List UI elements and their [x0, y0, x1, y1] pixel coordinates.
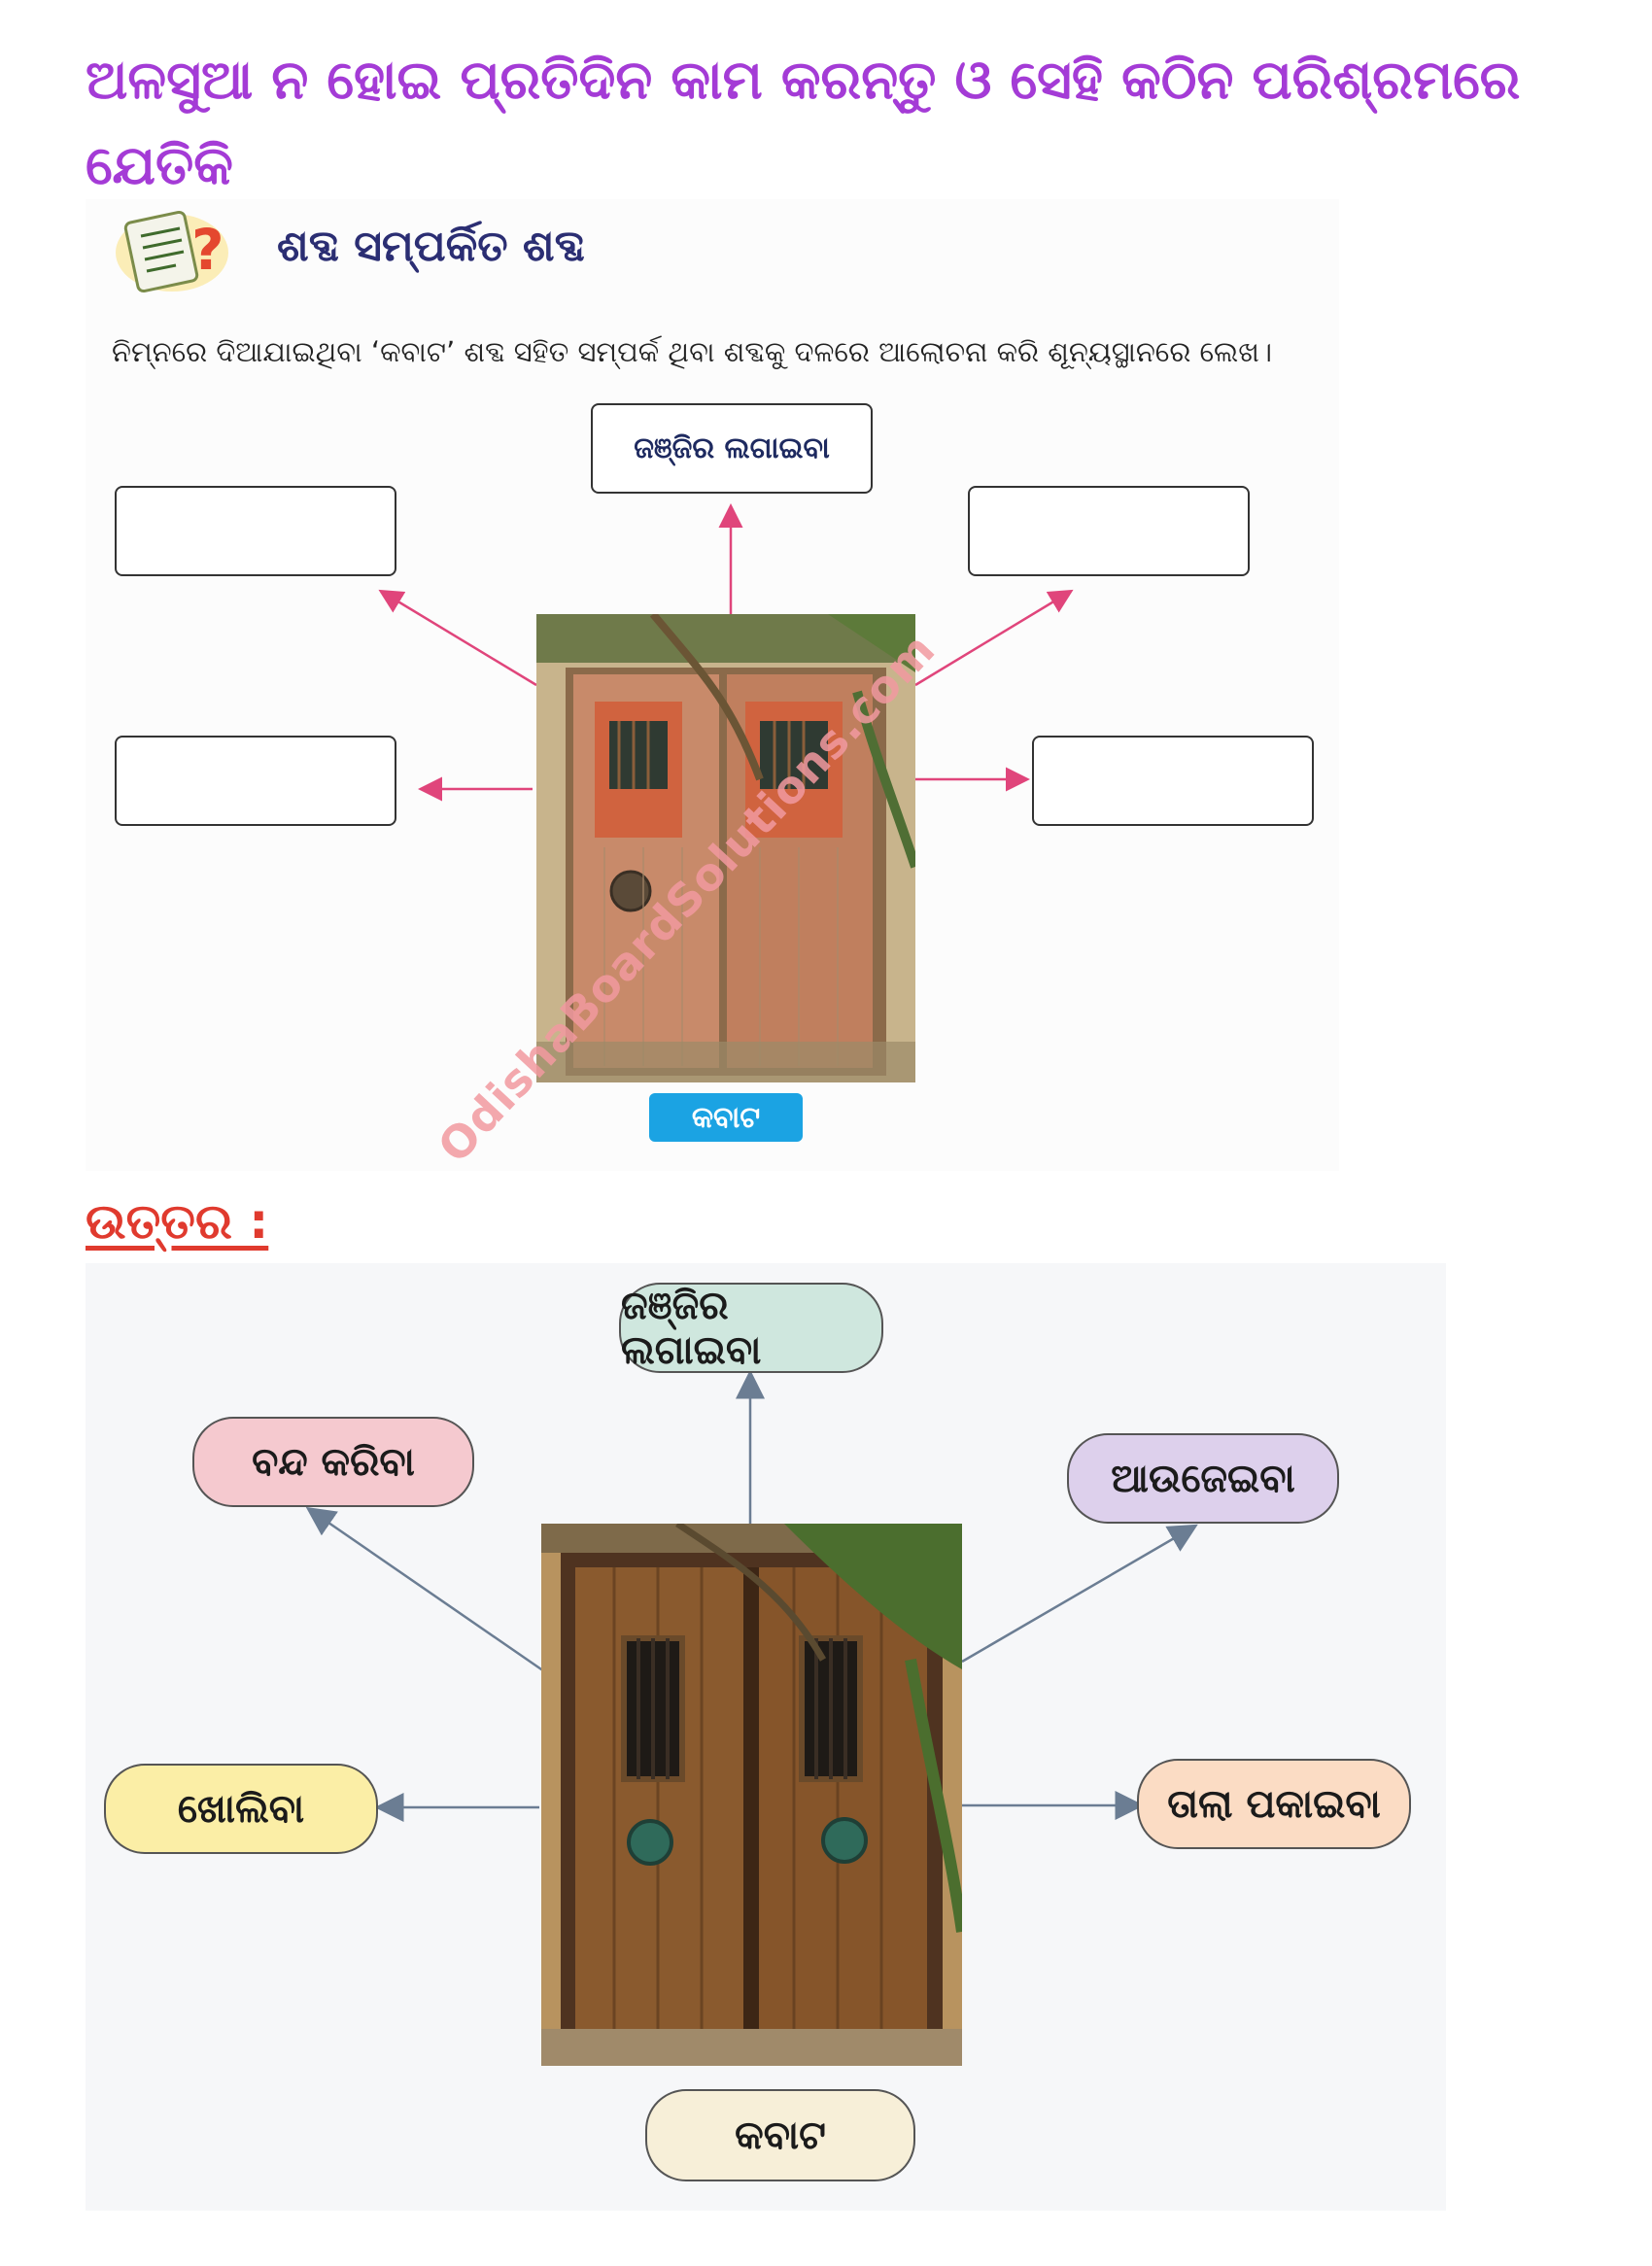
proverb-line-1: ଅଳସୁଆ ନ ହୋଇ ପ୍ରତିଦିନ କାମ କରନ୍ତୁ ଓ ସେହି କ…	[86, 49, 1521, 196]
answer-door-text: କବାଟ	[735, 2112, 826, 2158]
answer-upper-left-text: ବନ୍ଦ କରିବା	[252, 1439, 415, 1485]
svg-text:?: ?	[191, 217, 224, 283]
answer-pill-door: କବାଟ	[645, 2089, 915, 2181]
arrow-to-upper-right-box	[914, 589, 1074, 687]
top-word-text: ଜଞ୍ଜିର ଲଗାଇବା	[634, 431, 830, 465]
top-word-box: ଜଞ୍ଜିର ଲଗାଇବା	[591, 403, 873, 494]
door-photo-weathered	[536, 614, 915, 1082]
answer-pill-right: ତାଲା ପକାଇବା	[1137, 1759, 1411, 1849]
section-title: ଶବ୍ଦ ସମ୍ପର୍କିତ ଶବ୍ଦ	[277, 222, 585, 271]
blank-box-right[interactable]	[1032, 736, 1314, 826]
door-photo-wooden	[541, 1524, 962, 2066]
blank-box-left[interactable]	[115, 736, 396, 826]
answer-heading: ଉତ୍ତର :	[86, 1193, 269, 1250]
arrow-to-upper-right-pill	[961, 1524, 1198, 1664]
answer-pill-left: ଖୋଲିବା	[104, 1764, 378, 1854]
question-arrows	[378, 503, 1074, 802]
answer-upper-right-text: ଆଉଜେଇବା	[1111, 1456, 1295, 1501]
blank-box-upper-left[interactable]	[115, 486, 396, 576]
blank-box-upper-right[interactable]	[968, 486, 1250, 576]
quiz-scroll-icon: ?	[116, 210, 228, 293]
answer-left-text: ଖୋଲିବା	[177, 1786, 305, 1832]
answer-pill-top: ଜଞ୍ଜିର ଲଗାଇବା	[619, 1283, 883, 1373]
arrow-to-upper-left-pill	[305, 1506, 545, 1673]
arrow-to-upper-left-box	[378, 589, 537, 687]
answer-pill-upper-right: ଆଉଜେଇବା	[1067, 1433, 1339, 1524]
answer-pill-upper-left: ବନ୍ଦ କରିବା	[192, 1417, 474, 1507]
question-door-label: କବାଟ	[649, 1093, 803, 1142]
answer-right-text: ତାଲା ପକାଇବା	[1167, 1781, 1381, 1827]
answer-top-text: ଜଞ୍ଜିର ଲଗାଇବା	[621, 1283, 762, 1373]
instruction-text: ନିମ୍ନରେ ଦିଆଯାଇଥିବା ‘କବାଟ’ ଶବ୍ଦ ସହିତ ସମ୍ପ…	[112, 335, 1273, 368]
